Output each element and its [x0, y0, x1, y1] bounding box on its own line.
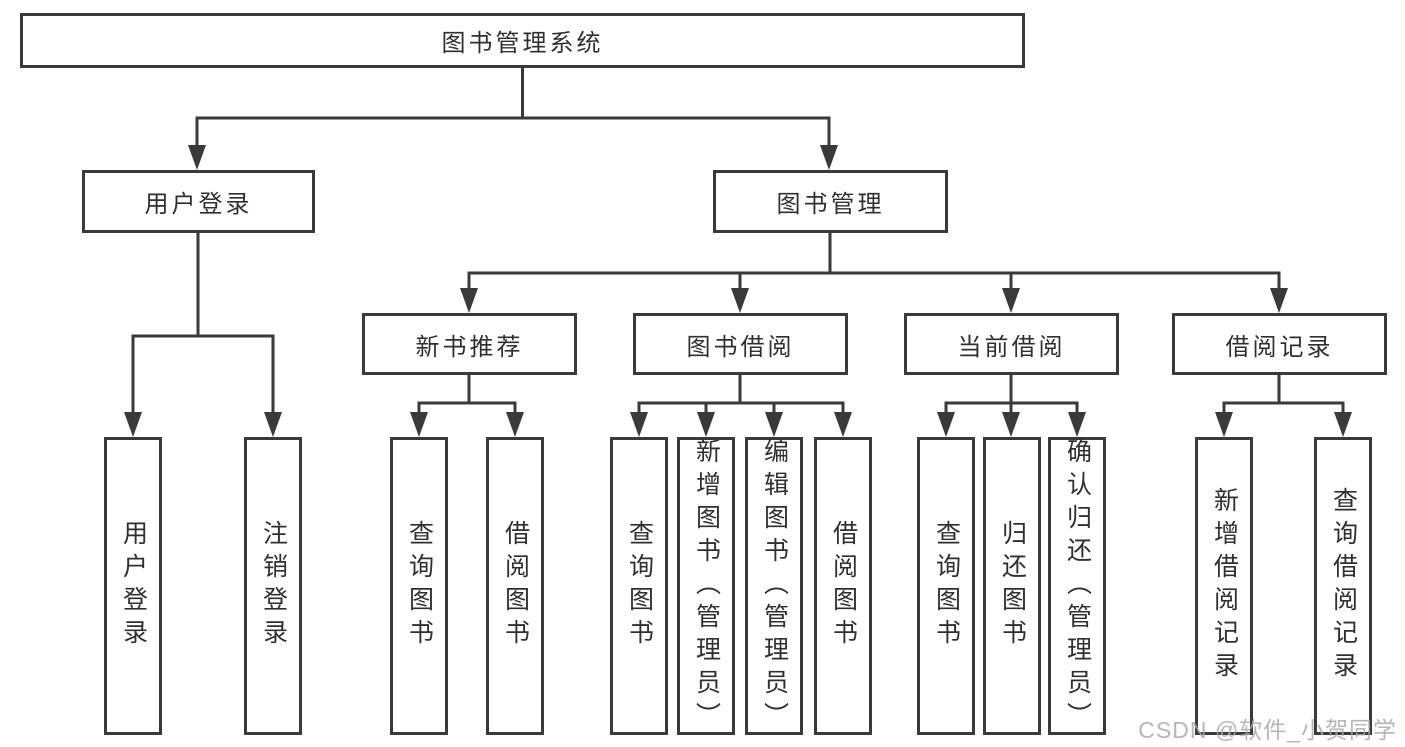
leaf-borrowing-borrow-books: 借阅图书	[814, 437, 872, 735]
leaf-current-query-books: 查询图书	[917, 437, 975, 735]
tree-edges	[131, 66, 1345, 418]
leaf-logout-label: 注销登录	[259, 520, 288, 652]
node-book-borrowing: 图书借阅	[633, 313, 848, 375]
leaf-records-query-record: 查询借阅记录	[1314, 437, 1372, 735]
node-new-book-recommend-label: 新书推荐	[415, 333, 524, 361]
leaf-user-login: 用户登录	[104, 437, 162, 735]
leaf-current-return-books: 归还图书	[983, 437, 1041, 735]
leaf-records-add-record-label: 新增借阅记录	[1210, 487, 1239, 685]
leaf-recommend-borrow-books-label: 借阅图书	[501, 520, 530, 652]
node-book-management: 图书管理	[713, 170, 948, 233]
leaf-current-confirm-return-admin-label: 确认归还（管理员）	[1063, 437, 1092, 735]
leaf-borrowing-add-books-admin-label: 新增图书（管理员）	[692, 437, 721, 735]
leaf-borrowing-query-books: 查询图书	[610, 437, 668, 735]
leaf-borrowing-edit-books-admin-label: 编辑图书（管理员）	[760, 437, 789, 735]
csdn-watermark: CSDN @软件_小贺同学	[1138, 717, 1397, 743]
node-root-label: 图书管理系统	[441, 30, 604, 57]
leaf-records-add-record: 新增借阅记录	[1195, 437, 1253, 735]
leaf-borrowing-edit-books-admin: 编辑图书（管理员）	[745, 437, 803, 735]
arrowheads	[124, 145, 1352, 437]
leaf-borrowing-add-books-admin: 新增图书（管理员）	[677, 437, 735, 735]
node-borrowing-records: 借阅记录	[1172, 313, 1387, 375]
leaf-current-query-books-label: 查询图书	[932, 520, 961, 652]
leaf-borrowing-borrow-books-label: 借阅图书	[829, 520, 858, 652]
leaf-logout: 注销登录	[244, 437, 302, 735]
leaf-recommend-borrow-books: 借阅图书	[486, 437, 544, 735]
leaf-recommend-query-books-label: 查询图书	[405, 520, 434, 652]
leaf-user-login-label: 用户登录	[119, 520, 148, 652]
leaf-current-return-books-label: 归还图书	[998, 520, 1027, 652]
leaf-borrowing-query-books-label: 查询图书	[625, 520, 654, 652]
node-current-borrowing: 当前借阅	[904, 313, 1119, 375]
node-new-book-recommend: 新书推荐	[362, 313, 577, 375]
node-user-login-label: 用户登录	[144, 191, 253, 218]
leaf-recommend-query-books: 查询图书	[390, 437, 448, 735]
leaf-current-confirm-return-admin: 确认归还（管理员）	[1048, 437, 1106, 735]
node-root: 图书管理系统	[20, 13, 1025, 68]
node-current-borrowing-label: 当前借阅	[957, 333, 1066, 361]
node-book-management-label: 图书管理	[776, 191, 885, 218]
leaf-records-query-record-label: 查询借阅记录	[1329, 487, 1358, 685]
node-user-login: 用户登录	[82, 170, 315, 233]
node-book-borrowing-label: 图书借阅	[686, 333, 795, 361]
node-borrowing-records-label: 借阅记录	[1225, 333, 1334, 361]
